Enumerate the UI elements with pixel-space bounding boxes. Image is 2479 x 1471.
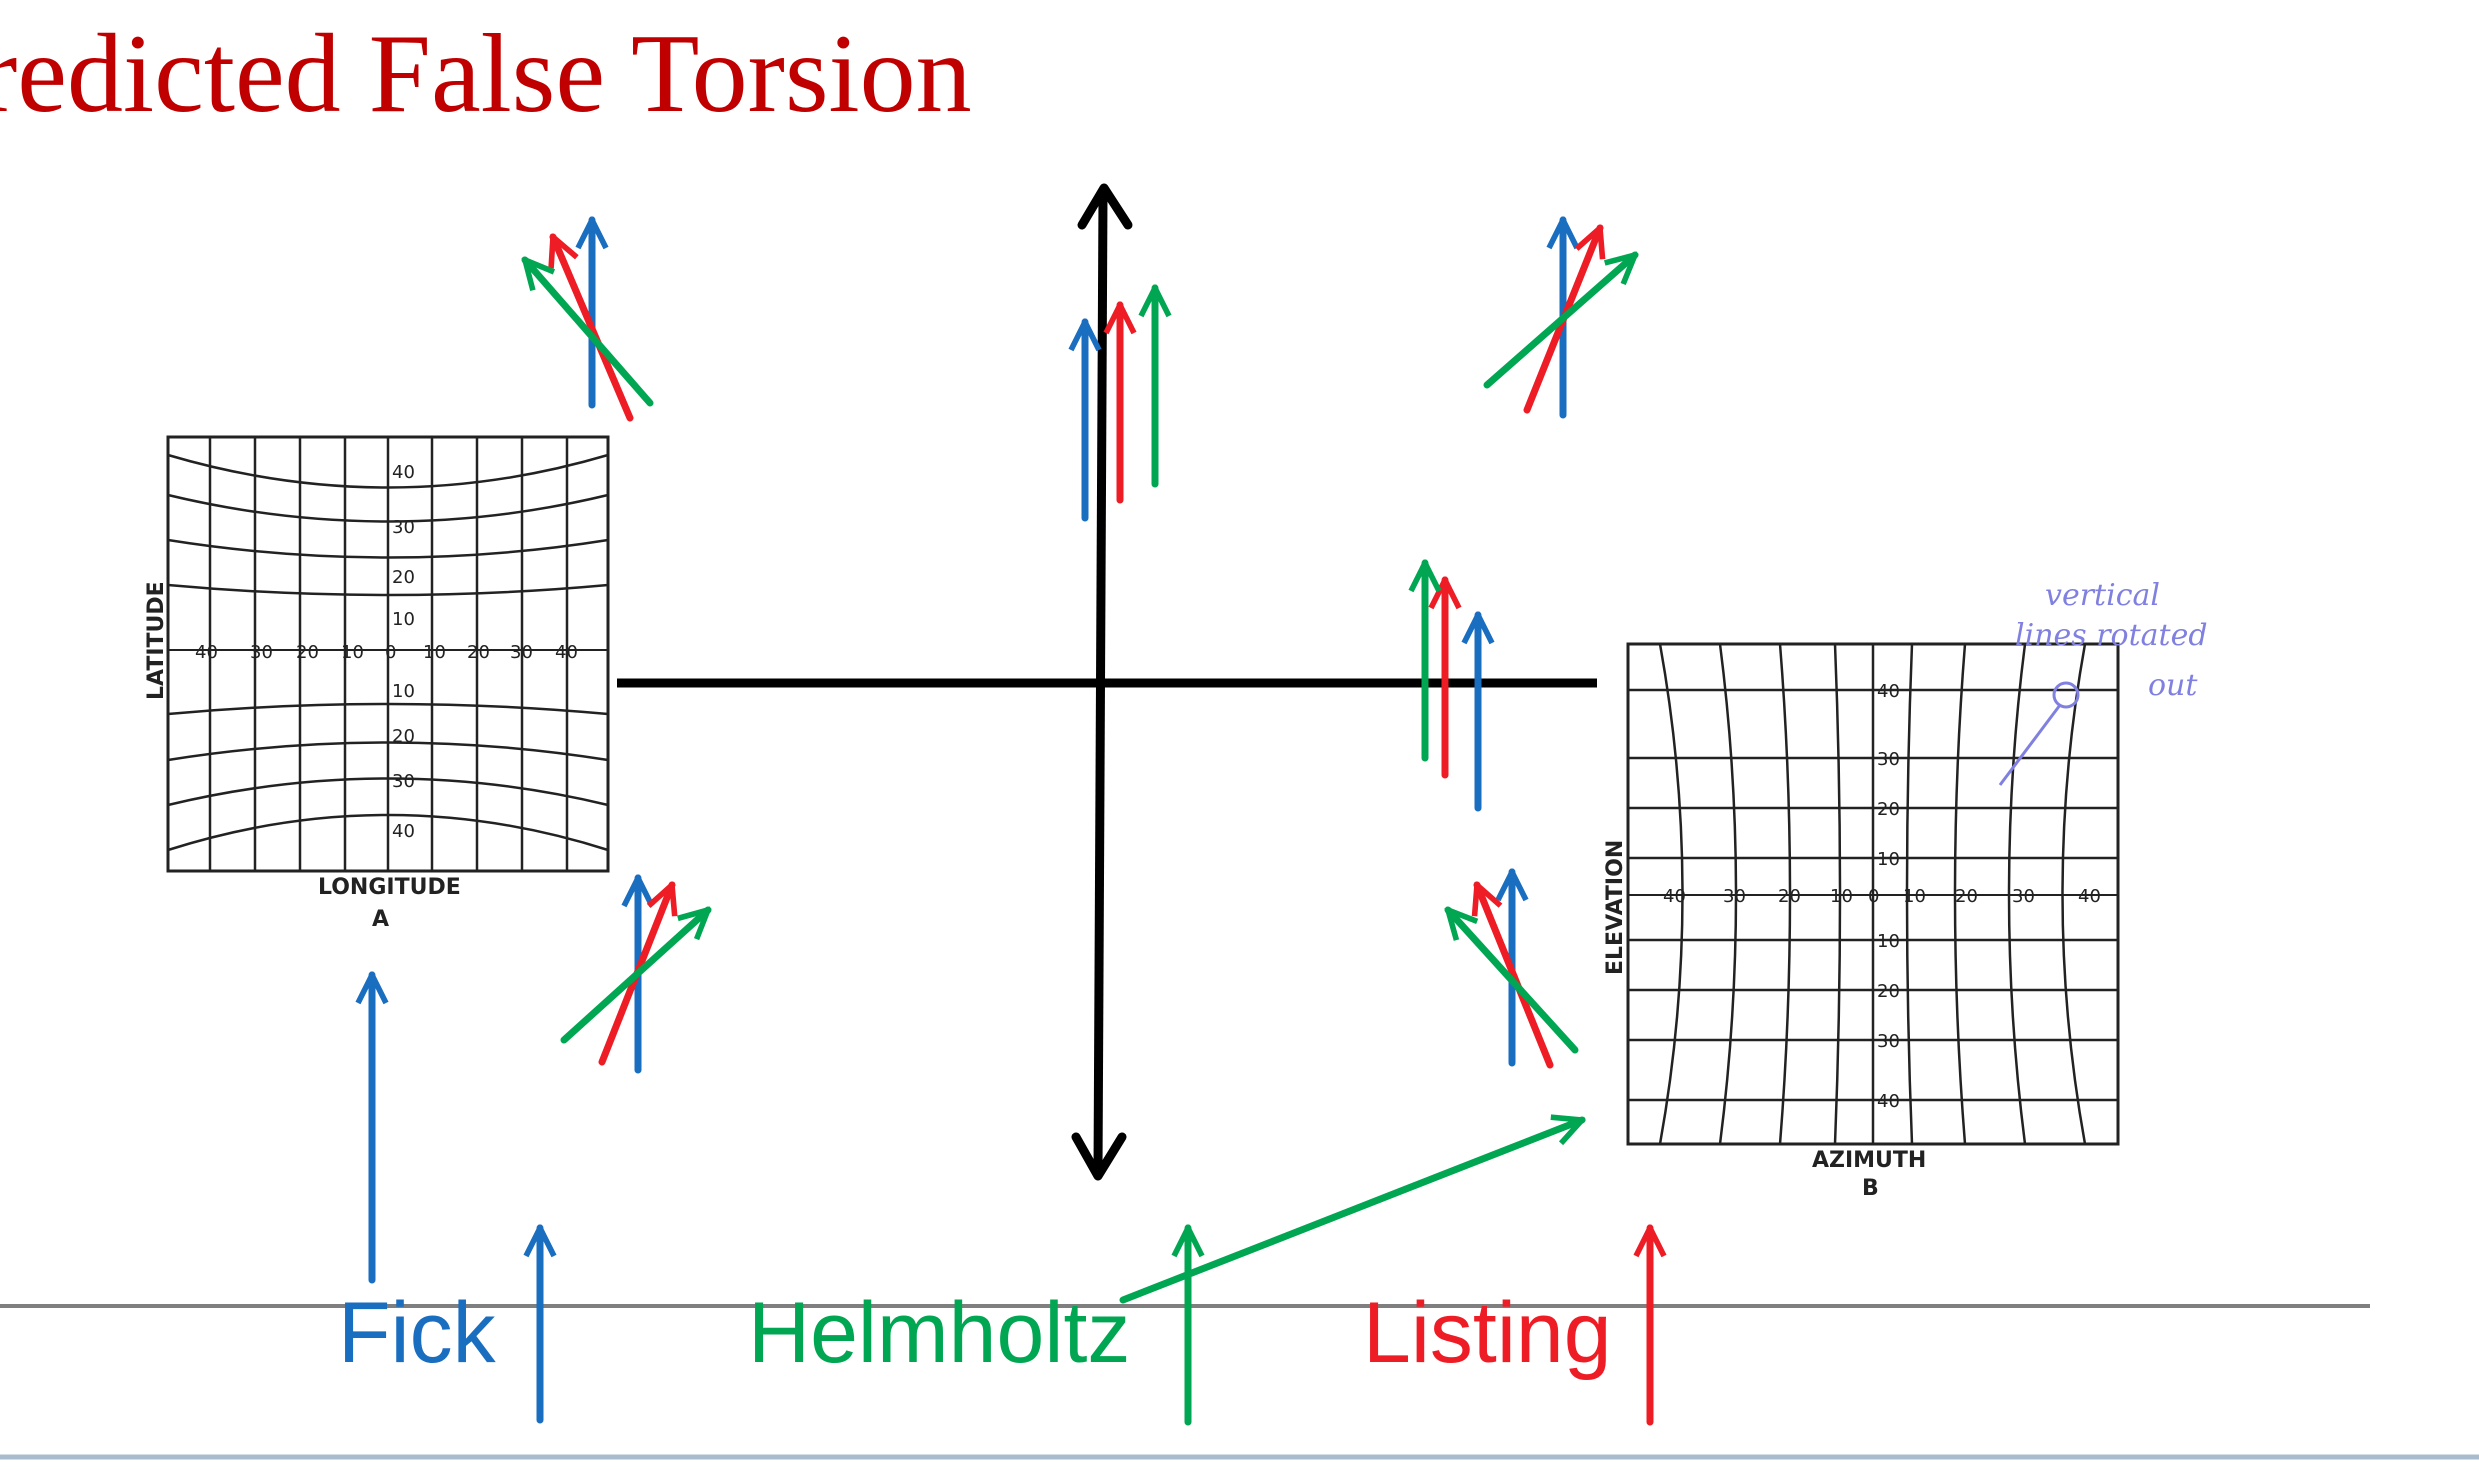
legend-listing-label: Listing xyxy=(1363,1285,1612,1381)
legend-fick-label: Fick xyxy=(338,1285,496,1381)
graph-a-y-ticks: 40 30 20 10 10 20 30 40 xyxy=(392,462,415,842)
graph-b-x-tick: 0 xyxy=(1868,886,1879,907)
legend-helmholtz-label: Helmholtz xyxy=(748,1285,1131,1381)
graph-a-x-tick: 0 xyxy=(385,642,396,663)
helmholtz-pointer-arrow xyxy=(1119,1120,1582,1304)
graph-b-x-ticks: 40 30 20 10 0 10 20 30 40 xyxy=(1663,886,2101,907)
graph-a-y-tick: 20 xyxy=(392,726,415,747)
graph-b-y-tick: 10 xyxy=(1877,931,1900,952)
graph-a-x-ticks: 40 30 20 10 0 10 20 30 40 xyxy=(195,642,578,663)
graph-a-x-tick: 30 xyxy=(510,642,533,663)
annotation-line-1: vertical xyxy=(2045,578,2160,613)
annotation-line-2: lines rotated xyxy=(2015,618,2208,653)
axis-arrowhead-down xyxy=(1071,1132,1127,1181)
annotation-line-3: out xyxy=(2148,668,2198,703)
graph-b-x-tick: 20 xyxy=(1955,886,1978,907)
graph-a-y-tick: 30 xyxy=(392,771,415,792)
graph-b-y-tick: 20 xyxy=(1877,981,1900,1002)
graph-a-x-tick: 10 xyxy=(423,642,446,663)
graph-a-y-tick: 30 xyxy=(392,517,415,538)
graph-b-x-label: AZIMUTH xyxy=(1812,1148,1926,1173)
graph-b xyxy=(1626,642,2120,1146)
helmholtz-arrow-bottom-right xyxy=(1448,910,1579,1054)
graph-a-x-tick: 30 xyxy=(250,642,273,663)
graph-b-y-tick: 30 xyxy=(1877,1031,1900,1052)
graph-b-x-tick: 10 xyxy=(1903,886,1926,907)
listing-arrow-top-left xyxy=(553,237,634,422)
graph-b-panel-letter: B xyxy=(1862,1176,1879,1201)
axis-arrowhead-up xyxy=(1077,183,1133,230)
graph-a-y-tick: 10 xyxy=(392,609,415,630)
graph-b-y-tick: 10 xyxy=(1877,849,1900,870)
graph-a-y-tick: 40 xyxy=(392,462,415,483)
graph-b-y-tick: 40 xyxy=(1877,1091,1900,1112)
vertical-axis xyxy=(1093,194,1108,1171)
graph-a-x-label: LONGITUDE xyxy=(318,875,461,900)
graph-b-x-tick: 30 xyxy=(2012,886,2035,907)
listing-arrow-bottom-right xyxy=(1477,885,1554,1069)
graph-a-x-tick: 40 xyxy=(555,642,578,663)
graph-b-y-tick: 40 xyxy=(1877,681,1900,702)
handwritten-annotation: vertical lines rotated out xyxy=(1998,578,2208,786)
graph-a-y-label: LATITUDE xyxy=(144,581,169,700)
graph-a-y-tick: 20 xyxy=(392,567,415,588)
graph-b-x-tick: 30 xyxy=(1723,886,1746,907)
slide-title: redicted False Torsion xyxy=(0,12,972,136)
graph-b-y-tick: 20 xyxy=(1877,799,1900,820)
graph-a-x-tick: 20 xyxy=(296,642,319,663)
graph-a-panel-letter: A xyxy=(372,907,389,932)
graph-b-y-tick: 30 xyxy=(1877,749,1900,770)
graph-a-x-tick: 40 xyxy=(195,642,218,663)
graph-a-y-tick: 10 xyxy=(392,681,415,702)
graph-a-y-tick: 40 xyxy=(392,821,415,842)
graph-b-x-tick: 10 xyxy=(1830,886,1853,907)
graph-b-x-tick: 20 xyxy=(1778,886,1801,907)
helmholtz-arrow-top-left xyxy=(525,260,654,407)
helmholtz-arrow-bottom-left xyxy=(560,910,708,1044)
helmholtz-arrow-top-right xyxy=(1483,255,1635,389)
graph-a xyxy=(166,435,610,873)
annotation-pointer xyxy=(1998,704,2062,786)
graph-a-x-tick: 20 xyxy=(467,642,490,663)
graph-b-y-label: ELEVATION xyxy=(1603,840,1628,975)
graph-a-x-tick: 10 xyxy=(341,642,364,663)
central-axes xyxy=(617,183,1597,1181)
graph-b-x-tick: 40 xyxy=(2078,886,2101,907)
graph-b-x-tick: 40 xyxy=(1663,886,1686,907)
graph-b-y-ticks: 40 30 20 10 10 20 30 40 xyxy=(1877,681,1900,1112)
annotation-circle-icon xyxy=(2052,681,2080,709)
